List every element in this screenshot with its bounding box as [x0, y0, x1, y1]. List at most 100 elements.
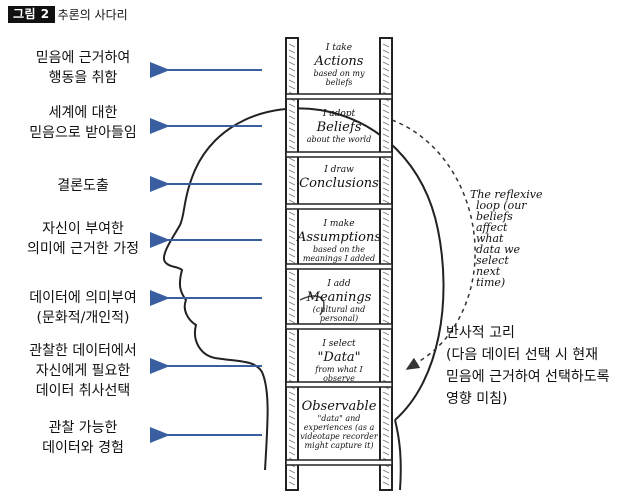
- rail-hatch: [382, 163, 390, 168]
- rail-hatch: [288, 229, 296, 234]
- rail-hatch: [288, 169, 296, 174]
- rail-hatch: [288, 373, 296, 378]
- rail-hatch: [382, 175, 390, 180]
- rail-hatch: [382, 133, 390, 138]
- reflexive-loop-note: 반사적 고리 (다음 데이터 선택 시 현재 믿음에 근거하여 선택하도록 영향…: [446, 322, 636, 410]
- rail-hatch: [288, 367, 296, 372]
- rail-hatch: [288, 403, 296, 408]
- rail-hatch: [382, 391, 390, 396]
- reflexive-loop-line: 믿음에 근거하여 선택하도록: [446, 369, 610, 385]
- rail-hatch: [382, 109, 390, 114]
- rail-hatch: [382, 271, 390, 276]
- rung-main-text: Actions: [314, 54, 364, 69]
- rail-hatch: [382, 139, 390, 144]
- rail-hatch: [288, 55, 296, 60]
- rail-hatch: [288, 397, 296, 402]
- rail-hatch: [382, 421, 390, 426]
- rail-hatch: [288, 139, 296, 144]
- left-label-line: 데이터 취사선택: [35, 383, 131, 399]
- rail-hatch: [288, 199, 296, 204]
- left-arrows: [150, 62, 262, 443]
- rail-hatch: [288, 73, 296, 78]
- rail-hatch: [382, 127, 390, 132]
- rail-hatch: [288, 409, 296, 414]
- rail-hatch: [288, 253, 296, 258]
- left-label-line: 믿음에 근거하여: [35, 50, 131, 66]
- left-label-line: 의미에 근거한 가정: [27, 241, 139, 257]
- rail-hatch: [382, 55, 390, 60]
- rail-hatch: [382, 415, 390, 420]
- figure-badge: 그림 2: [8, 5, 55, 23]
- rail-hatch: [288, 481, 296, 486]
- rung-small-text: I draw: [323, 165, 354, 175]
- rail-hatch: [382, 301, 390, 306]
- rail-hatch: [382, 211, 390, 216]
- left-label-line: 데이터와 경험: [42, 440, 124, 456]
- rail-hatch: [382, 343, 390, 348]
- rung-main-text: Observable: [302, 399, 377, 414]
- rail-hatch: [288, 241, 296, 246]
- rail-hatch: [288, 43, 296, 48]
- rung-main-text: Beliefs: [316, 120, 362, 135]
- rail-hatch: [382, 253, 390, 258]
- rail-hatch: [288, 271, 296, 276]
- ear-line: [299, 295, 325, 316]
- rail-hatch: [288, 61, 296, 66]
- rail-hatch: [382, 187, 390, 192]
- left-label-line: 믿음으로 받아들임: [29, 125, 137, 141]
- rail-hatch: [382, 79, 390, 84]
- rail-hatch: [288, 433, 296, 438]
- rail-hatch: [382, 277, 390, 282]
- rail-hatch: [288, 49, 296, 54]
- rail-hatch: [288, 391, 296, 396]
- rail-hatch: [382, 433, 390, 438]
- rail-hatch: [382, 331, 390, 336]
- rail-hatch: [288, 415, 296, 420]
- rail-hatch: [382, 445, 390, 450]
- rail-hatch: [382, 157, 390, 162]
- left-label-line: (문화적/개인적): [36, 310, 130, 326]
- figure-title-text: 추론의 사다리: [57, 7, 128, 22]
- reflexive-loop-line: 영향 미침): [446, 391, 508, 407]
- rail-hatch: [382, 181, 390, 186]
- head-silhouette: [162, 107, 445, 471]
- rail-hatch: [288, 361, 296, 366]
- rail-hatch: [382, 319, 390, 324]
- rail-hatch: [288, 67, 296, 72]
- rail-hatch: [288, 319, 296, 324]
- rail-hatch: [288, 295, 296, 300]
- rail-hatch: [382, 361, 390, 366]
- left-label-line: 결론도출: [57, 178, 109, 194]
- rail-hatch: [382, 349, 390, 354]
- rail-hatch: [288, 157, 296, 162]
- rail-hatch: [288, 121, 296, 126]
- rail-hatch: [288, 247, 296, 252]
- rail-hatch: [382, 235, 390, 240]
- rail-hatch: [288, 259, 296, 264]
- rung-main-text: Conclusions: [299, 176, 379, 191]
- rail-hatch: [288, 355, 296, 360]
- rung-main-text: Meanings: [306, 290, 372, 305]
- rung-small-text: I add: [326, 279, 351, 289]
- rung-sub-text: about the world: [307, 135, 371, 144]
- left-label-line: 관찰 가능한: [48, 420, 118, 436]
- rail-hatch: [382, 313, 390, 318]
- reflexive-loop-line: 반사적 고리: [446, 325, 515, 341]
- rail-hatch: [288, 289, 296, 294]
- rail-hatch: [382, 337, 390, 342]
- rail-hatch: [382, 193, 390, 198]
- rail-hatch: [382, 217, 390, 222]
- rail-hatch: [382, 427, 390, 432]
